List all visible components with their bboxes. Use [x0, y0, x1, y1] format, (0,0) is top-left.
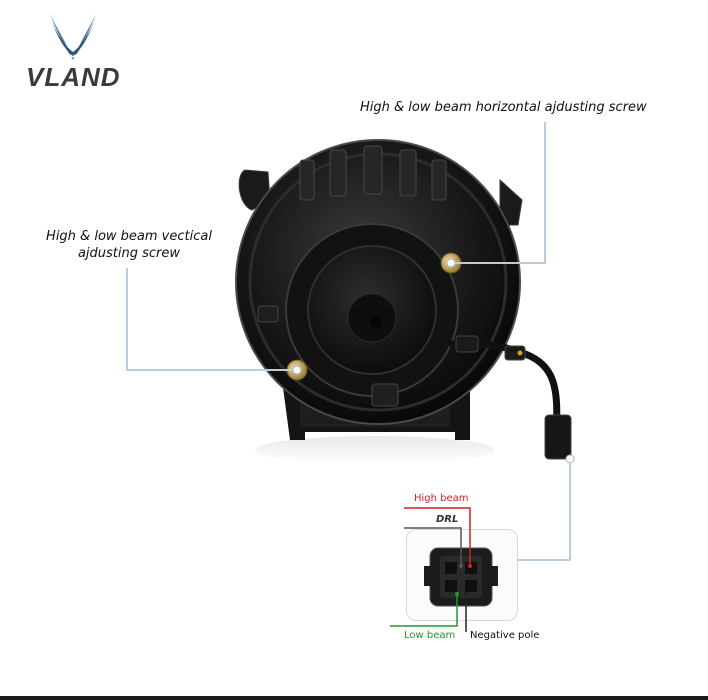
horizontal-screw-label: High & low beam horizontal ajdusting scr… — [360, 100, 647, 115]
vertical-screw-label-line1: High & low beam vectical — [46, 229, 212, 244]
v-wings-logo-icon — [50, 14, 96, 60]
bottom-bar — [0, 696, 708, 700]
vertical-screw-label-line2: ajdusting screw — [77, 246, 181, 261]
low-beam-wire — [390, 594, 458, 627]
vertical-screw-label: High & low beam vectical ajdusting screw — [44, 228, 214, 262]
high-beam-wire — [404, 507, 471, 566]
high-beam-label: High beam — [414, 493, 469, 504]
brand-logo: VLAND — [18, 8, 128, 98]
connector-leader — [516, 463, 571, 561]
brand-name: VLAND — [26, 62, 121, 92]
vertical-screw-leader — [126, 268, 293, 371]
low-beam-label: Low beam — [404, 630, 456, 641]
negative-pole-label: Negative pole — [470, 630, 540, 641]
horizontal-screw-leader — [455, 122, 546, 264]
drl-label: DRL — [436, 514, 459, 525]
drl-wire — [404, 527, 462, 566]
